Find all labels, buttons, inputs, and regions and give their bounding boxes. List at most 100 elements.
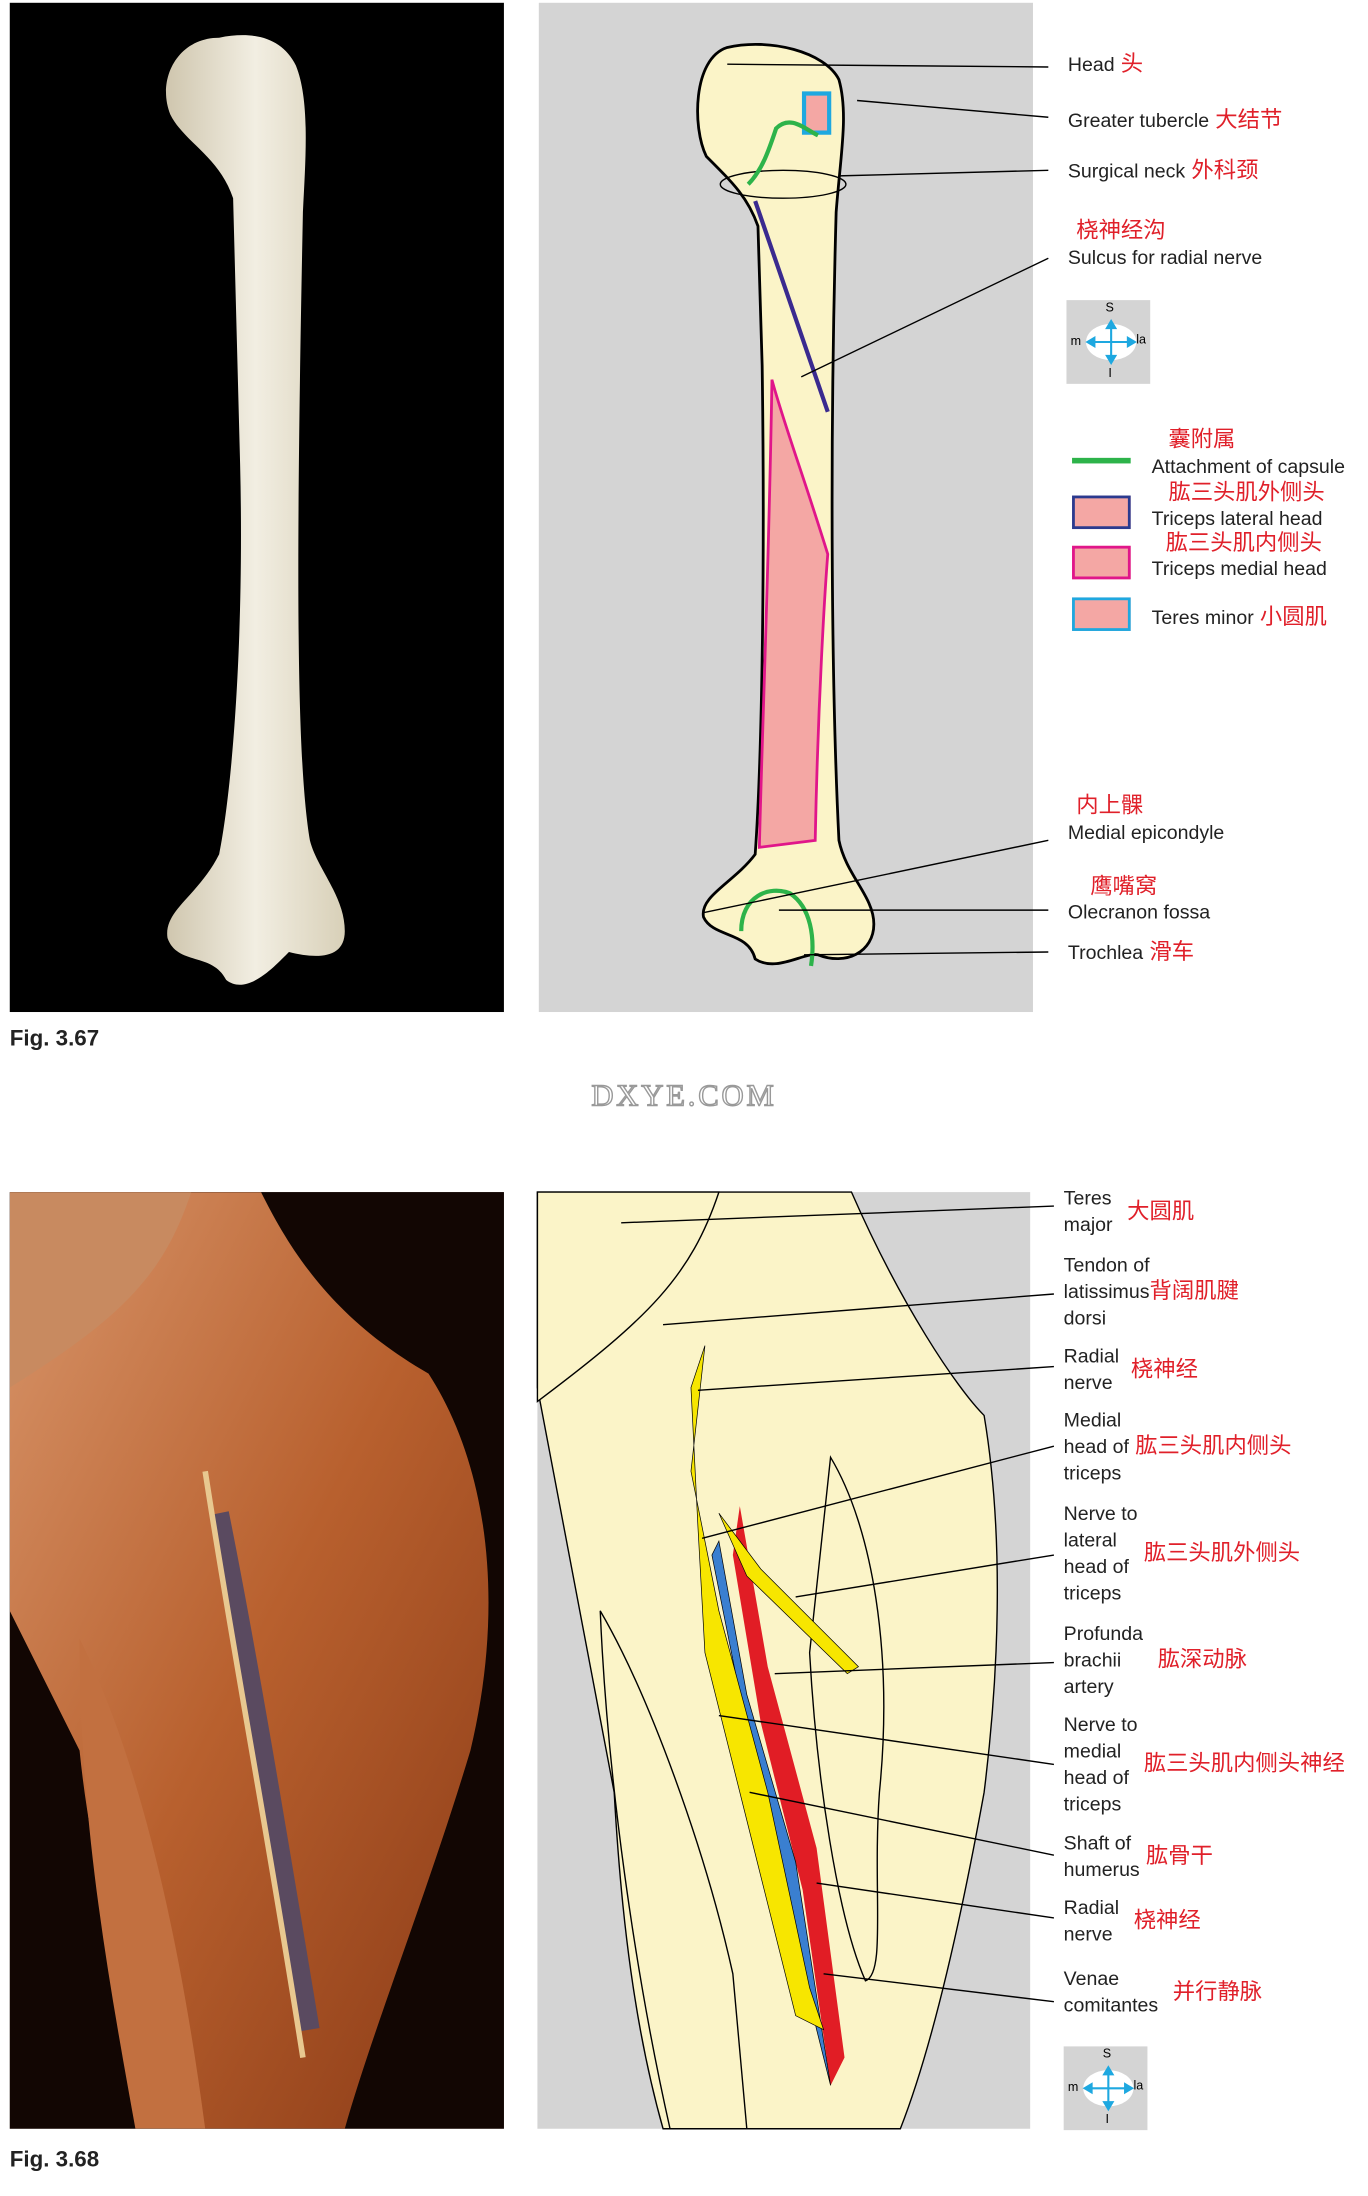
legend-en: Teres minor bbox=[1151, 605, 1254, 629]
figure-caption-2: Fig. 3.68 bbox=[9, 2148, 100, 2173]
label-en: humerus bbox=[1063, 1857, 1140, 1881]
compass-arrows-icon bbox=[1082, 2065, 1135, 2112]
label-en: Medial bbox=[1063, 1408, 1122, 1431]
label-nerve-medial-head: Nerve to medial head of triceps 肱三头肌内侧头神经 bbox=[1064, 1711, 1345, 1817]
label-en: Trochlea bbox=[1067, 940, 1144, 964]
label-trochlea: Trochlea 滑车 bbox=[1068, 939, 1194, 966]
label-zh: 桡神经 bbox=[1130, 1357, 1198, 1382]
label-greater-tubercle: Greater tubercle 大结节 bbox=[1068, 107, 1282, 134]
label-zh: 肱骨干 bbox=[1145, 1844, 1213, 1869]
legend-en: Triceps lateral head bbox=[1151, 506, 1323, 530]
label-en: major bbox=[1063, 1213, 1113, 1236]
label-en: brachii bbox=[1063, 1648, 1122, 1671]
label-zh: 外科颈 bbox=[1191, 159, 1259, 183]
label-en: triceps bbox=[1063, 1792, 1122, 1815]
legend-zh: 小圆肌 bbox=[1259, 605, 1327, 630]
legend-zh: 肱三头肌外侧头 bbox=[1168, 481, 1325, 506]
label-nerve-lateral-head: Nerve to lateral head of triceps 肱三头肌外侧头 bbox=[1064, 1501, 1300, 1607]
label-zh: 鹰嘴窝 bbox=[1090, 875, 1158, 899]
label-en: Head bbox=[1067, 53, 1115, 76]
watermark: DXYE.COM bbox=[591, 1077, 777, 1113]
label-shaft-humerus: Shaft of humerus 肱骨干 bbox=[1064, 1830, 1213, 1883]
label-radial-nerve-1: Radial nerve 桡神经 bbox=[1064, 1343, 1198, 1396]
legend-en: Triceps medial head bbox=[1151, 556, 1327, 580]
legend-zh: 囊附属 bbox=[1168, 428, 1236, 453]
label-zh: 大结节 bbox=[1215, 108, 1283, 133]
label-zh: 内上髁 bbox=[1076, 794, 1144, 818]
label-en: Shaft of bbox=[1063, 1831, 1132, 1854]
label-zh: 桡神经沟 bbox=[1076, 219, 1166, 243]
label-en: Tendon of bbox=[1063, 1253, 1150, 1276]
label-zh: 肱三头肌内侧头 bbox=[1135, 1434, 1292, 1459]
label-en: artery bbox=[1063, 1675, 1114, 1698]
legend-zh: 肱三头肌内侧头 bbox=[1165, 531, 1322, 556]
dissection-photo bbox=[9, 1192, 504, 2129]
orientation-compass: S I m la bbox=[1066, 300, 1151, 384]
label-profunda-brachii: Profunda brachii artery 肱深动脉 bbox=[1064, 1621, 1247, 1701]
label-en: medial bbox=[1063, 1739, 1122, 1762]
label-en: Surgical neck bbox=[1067, 159, 1186, 182]
label-zh: 桡神经 bbox=[1133, 1908, 1201, 1933]
label-en: triceps bbox=[1063, 1461, 1122, 1484]
label-zh: 肱三头肌外侧头 bbox=[1143, 1541, 1301, 1566]
label-en: Nerve to bbox=[1063, 1501, 1138, 1525]
label-en: Sulcus for radial nerve bbox=[1067, 245, 1263, 269]
label-en: comitantes bbox=[1063, 1993, 1159, 2016]
label-zh: 肱深动脉 bbox=[1157, 1648, 1247, 1673]
label-zh: 背阔肌腱 bbox=[1149, 1280, 1239, 1304]
legend-teres-minor: Teres minor 小圆肌 bbox=[1152, 604, 1327, 631]
label-en: head of bbox=[1063, 1555, 1129, 1578]
legend-en: Attachment of capsule bbox=[1151, 455, 1345, 478]
label-en: Teres bbox=[1063, 1186, 1112, 1209]
label-en: Medial epicondyle bbox=[1067, 820, 1225, 844]
figure-caption: Fig. 3.67 bbox=[9, 1027, 100, 1052]
label-en: Profunda bbox=[1063, 1622, 1144, 1645]
label-head: Head 头 bbox=[1068, 52, 1143, 79]
compass-s: S bbox=[1102, 2046, 1112, 2061]
label-en: Nerve to bbox=[1063, 1712, 1138, 1736]
label-en: head of bbox=[1063, 1765, 1129, 1789]
orientation-compass-2: S I m la bbox=[1063, 2046, 1148, 2131]
label-teres-major: Teres major 大圆肌 bbox=[1064, 1185, 1194, 1238]
label-surgical-neck: Surgical neck 外科颈 bbox=[1068, 158, 1259, 185]
dissection-diagram bbox=[536, 1191, 1055, 2130]
compass-la: la bbox=[1136, 332, 1147, 347]
label-en: nerve bbox=[1063, 1922, 1113, 1945]
label-en: Greater tubercle bbox=[1067, 108, 1210, 132]
label-medial-head-triceps: Medial head of triceps 肱三头肌内侧头 bbox=[1064, 1407, 1292, 1487]
label-en: dorsi bbox=[1063, 1306, 1107, 1329]
compass-m: m bbox=[1067, 2079, 1079, 2094]
label-zh: 滑车 bbox=[1149, 940, 1195, 965]
legend-capsule-swatch bbox=[1072, 457, 1131, 464]
label-latissimus-tendon: Tendon of latissimus dorsi 背阔肌腱 bbox=[1064, 1252, 1239, 1332]
label-zh: 肱三头肌内侧头神经 bbox=[1143, 1752, 1345, 1777]
label-en: latissimus bbox=[1063, 1280, 1150, 1303]
compass-s: S bbox=[1105, 300, 1114, 315]
label-en: Venae bbox=[1063, 1966, 1120, 1990]
compass-la: la bbox=[1133, 2078, 1144, 2093]
label-en: Radial bbox=[1063, 1895, 1120, 1918]
humerus-diagram bbox=[538, 2, 1049, 1013]
label-en: Olecranon fossa bbox=[1067, 900, 1211, 923]
label-en: Radial bbox=[1063, 1344, 1120, 1367]
label-en: nerve bbox=[1063, 1370, 1113, 1394]
compass-m: m bbox=[1070, 333, 1082, 348]
humerus-photo bbox=[9, 2, 504, 1013]
label-radial-nerve-2: Radial nerve 桡神经 bbox=[1064, 1894, 1201, 1947]
legend-lateral-head-swatch bbox=[1072, 495, 1131, 530]
compass-i: I bbox=[1108, 365, 1112, 380]
label-zh: 大圆肌 bbox=[1127, 1199, 1195, 1224]
legend-teres-minor-swatch bbox=[1072, 597, 1131, 631]
label-zh: 头 bbox=[1120, 53, 1144, 77]
label-en: head of bbox=[1063, 1434, 1129, 1458]
label-en: lateral bbox=[1063, 1528, 1117, 1551]
label-en: triceps bbox=[1063, 1581, 1122, 1604]
compass-i: I bbox=[1105, 2111, 1110, 2126]
